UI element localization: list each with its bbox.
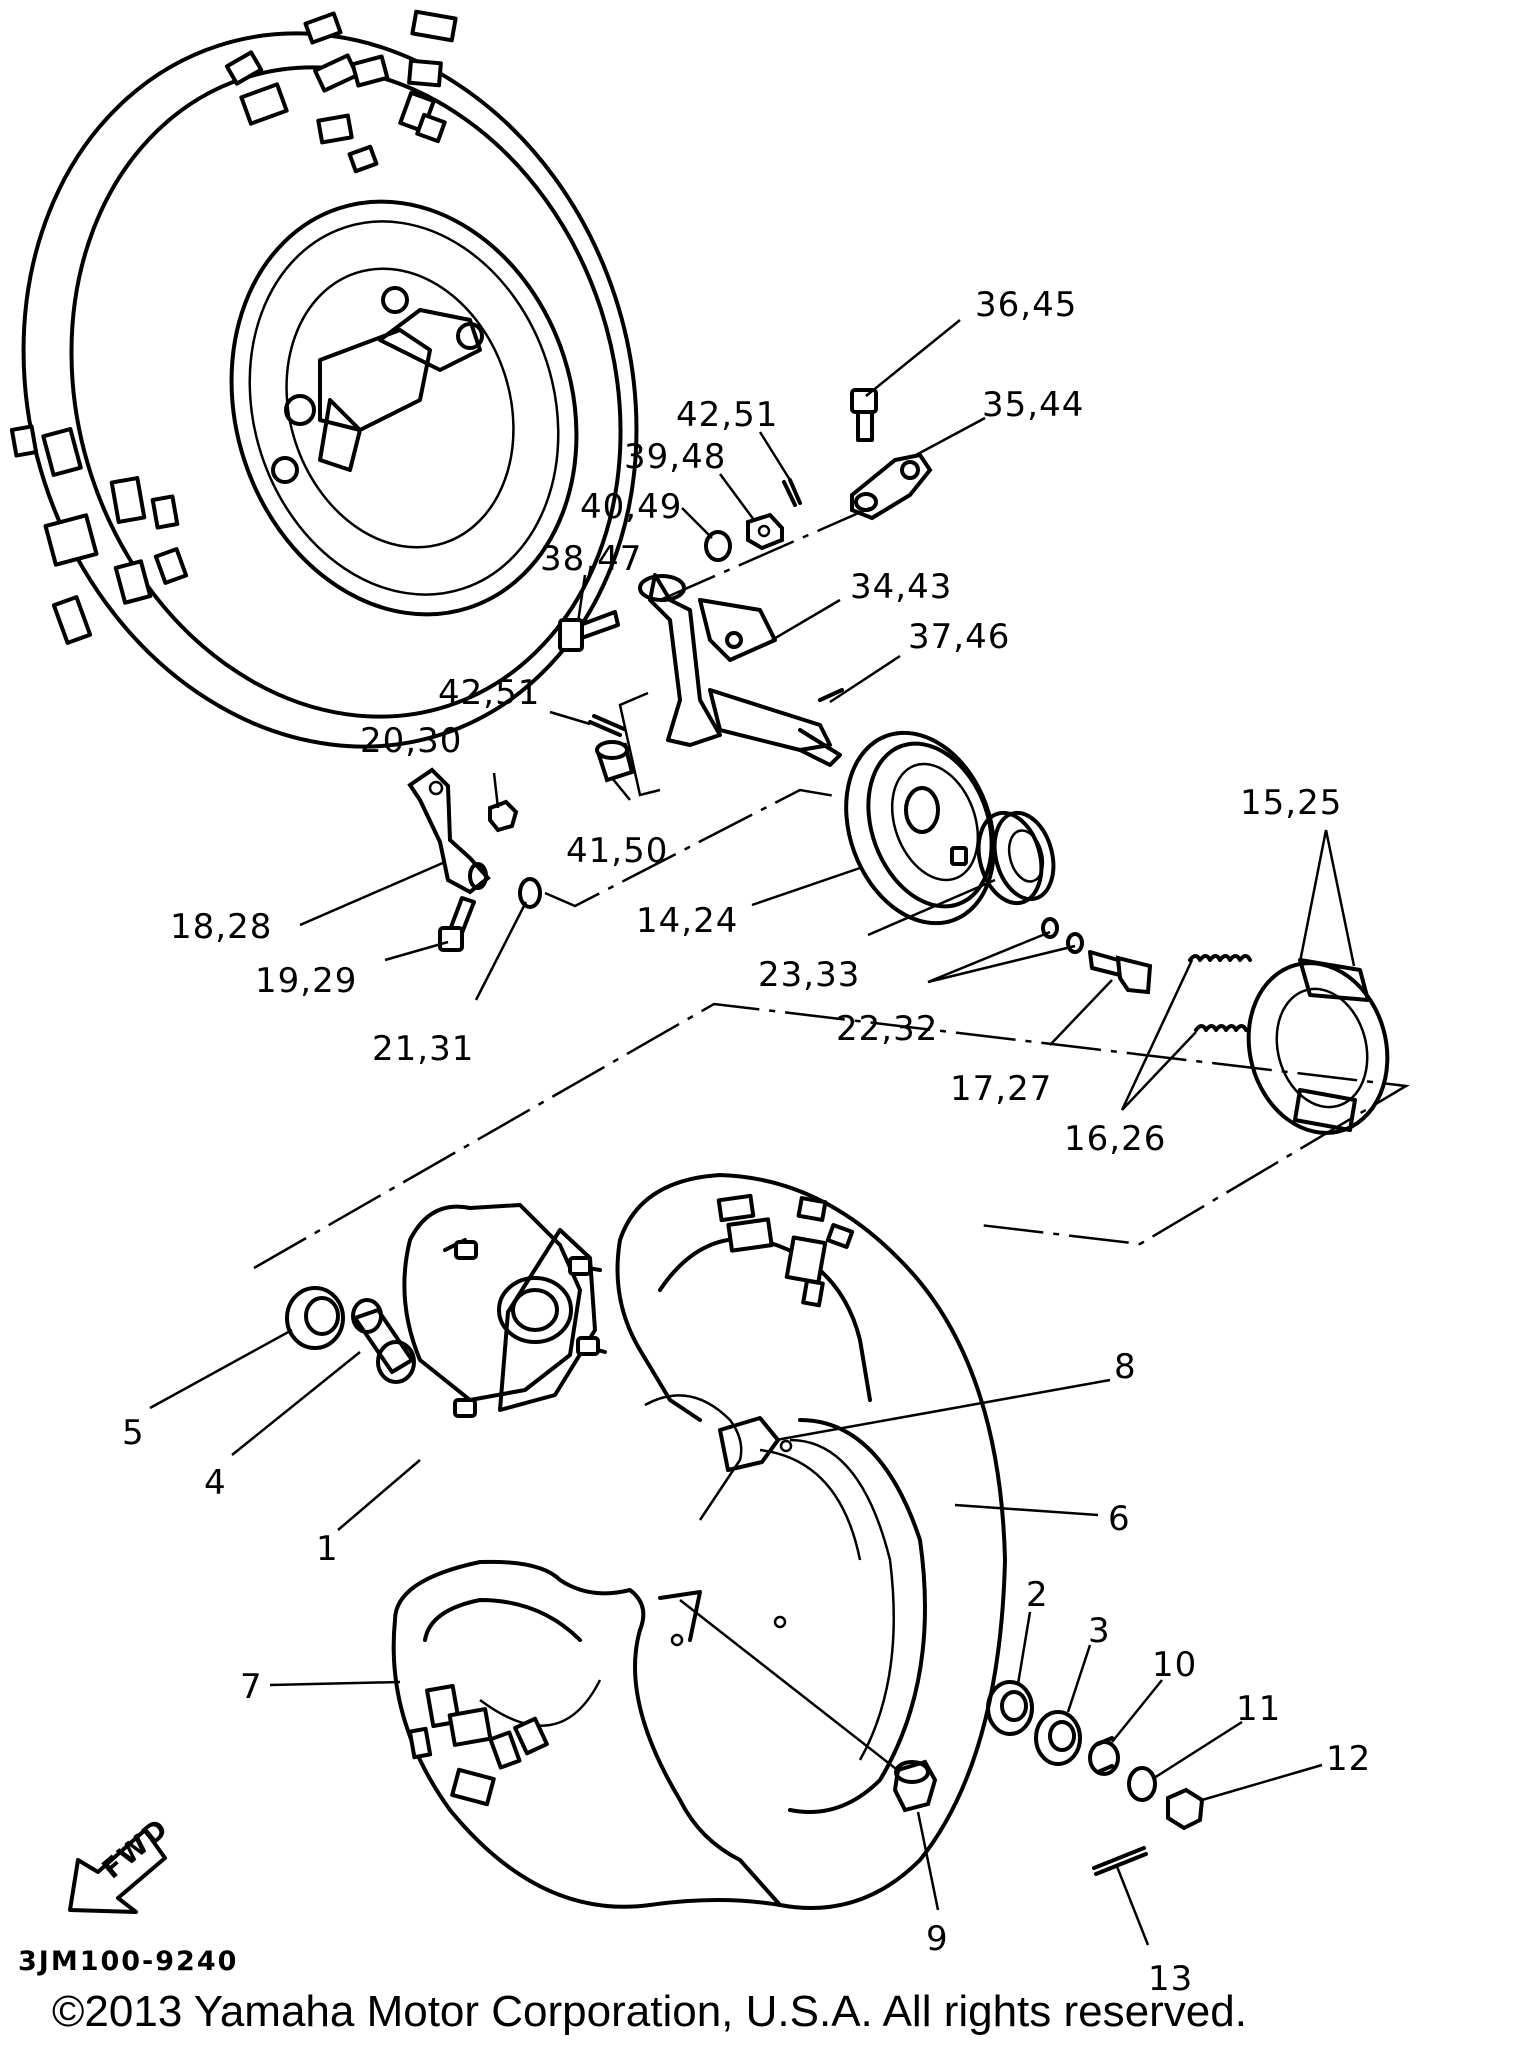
arm-35-icon (850, 452, 933, 521)
copyright-notice: ©2013 Yamaha Motor Corporation, U.S.A. A… (52, 1987, 1247, 2036)
spacer-4-icon (351, 1298, 416, 1384)
callout-42-51-lower: 42,51 (438, 673, 540, 713)
washer-40-icon (704, 530, 732, 562)
callout-10: 10 (1152, 1645, 1197, 1685)
callout-8: 8 (1114, 1347, 1137, 1387)
callout-34-43: 34,43 (850, 567, 952, 607)
callout-23-33: 23,33 (758, 955, 860, 995)
bolt-19-icon (438, 896, 476, 952)
wheel-hub-icon (402, 1203, 607, 1418)
cotter-pin-42b-icon (588, 714, 626, 737)
cotter-pin-42a-icon (782, 478, 802, 507)
washer-21-icon (518, 877, 542, 909)
fwd-arrow-icon: FWD (68, 1812, 176, 1914)
callout-3: 3 (1088, 1611, 1111, 1651)
oil-seal-5-icon (285, 1286, 345, 1350)
diagram-code: 3JM100-9240 (18, 1946, 238, 1977)
callout-5: 5 (122, 1413, 145, 1453)
bolt-38-icon (558, 610, 620, 652)
nut-20-icon (488, 799, 519, 833)
callout-36-45: 36,45 (975, 285, 1077, 325)
callout-11: 11 (1236, 1689, 1281, 1729)
nut-39-icon (746, 512, 784, 551)
assembly-line-3 (253, 1002, 1410, 1270)
callout-7: 7 (240, 1667, 263, 1707)
cotter-pin-13-icon (1092, 1846, 1148, 1876)
bearing-2-icon (986, 1680, 1034, 1736)
callout-20-30: 20,30 (360, 721, 462, 761)
o-ring-22a-icon (1041, 917, 1059, 939)
collar-10-icon (1088, 1736, 1120, 1776)
callout-13: 13 (1148, 1959, 1193, 1999)
callout-15-25: 15,25 (1240, 783, 1342, 823)
callout-42-51-upper: 42,51 (676, 395, 778, 435)
brake-plate-icon (844, 730, 996, 926)
callout-18-28: 18,28 (170, 907, 272, 947)
callout-22-32: 22,32 (836, 1009, 938, 1049)
assembled-wheel-icon (9, 9, 639, 749)
washer-11-icon (1127, 1766, 1157, 1802)
nut-41-icon (595, 740, 635, 783)
callout-16-26: 16,26 (1064, 1119, 1166, 1159)
callout-37-46: 37,46 (908, 617, 1010, 657)
callout-2: 2 (1026, 1575, 1049, 1615)
callout-38-47: 38,47 (540, 539, 642, 579)
callout-14-24: 14,24 (636, 901, 738, 941)
callout-4: 4 (204, 1463, 227, 1503)
callout-19-29: 19,29 (255, 961, 357, 1001)
brake-shoe-icon (1246, 958, 1390, 1135)
callout-17-27: 17,27 (950, 1069, 1052, 1109)
callout-40-49: 40,49 (580, 487, 682, 527)
spring-16a-icon (1188, 954, 1252, 962)
spring-16b-icon (1194, 1024, 1248, 1032)
oil-seal-23-icon (976, 810, 1056, 906)
pin-37-icon (818, 688, 844, 702)
brake-arm-18-icon (407, 767, 491, 895)
callout-1: 1 (316, 1529, 339, 1569)
fwd-label: FWD (97, 1812, 176, 1885)
assembly-line-2 (544, 788, 836, 908)
assembly-line-1 (659, 506, 871, 602)
steering-knuckle-icon (638, 573, 842, 767)
callout-9: 9 (926, 1919, 949, 1959)
leader-lines (149, 319, 1356, 1946)
camshaft-17-icon (1088, 950, 1153, 995)
callout-6: 6 (1108, 1499, 1131, 1539)
callout-35-44: 35,44 (982, 385, 1084, 425)
o-ring-22b-icon (1066, 932, 1084, 954)
bearing-3-icon (1034, 1710, 1082, 1766)
callout-41-50: 41,50 (566, 831, 668, 871)
nut-9-icon (892, 1759, 938, 1813)
callout-21-31: 21,31 (372, 1029, 474, 1069)
bolt-36-icon (850, 388, 878, 442)
nut-12-icon (1166, 1787, 1205, 1831)
tire-icon (391, 1173, 1007, 1910)
callout-39-48: 39,48 (624, 437, 726, 477)
callout-12: 12 (1326, 1739, 1371, 1779)
